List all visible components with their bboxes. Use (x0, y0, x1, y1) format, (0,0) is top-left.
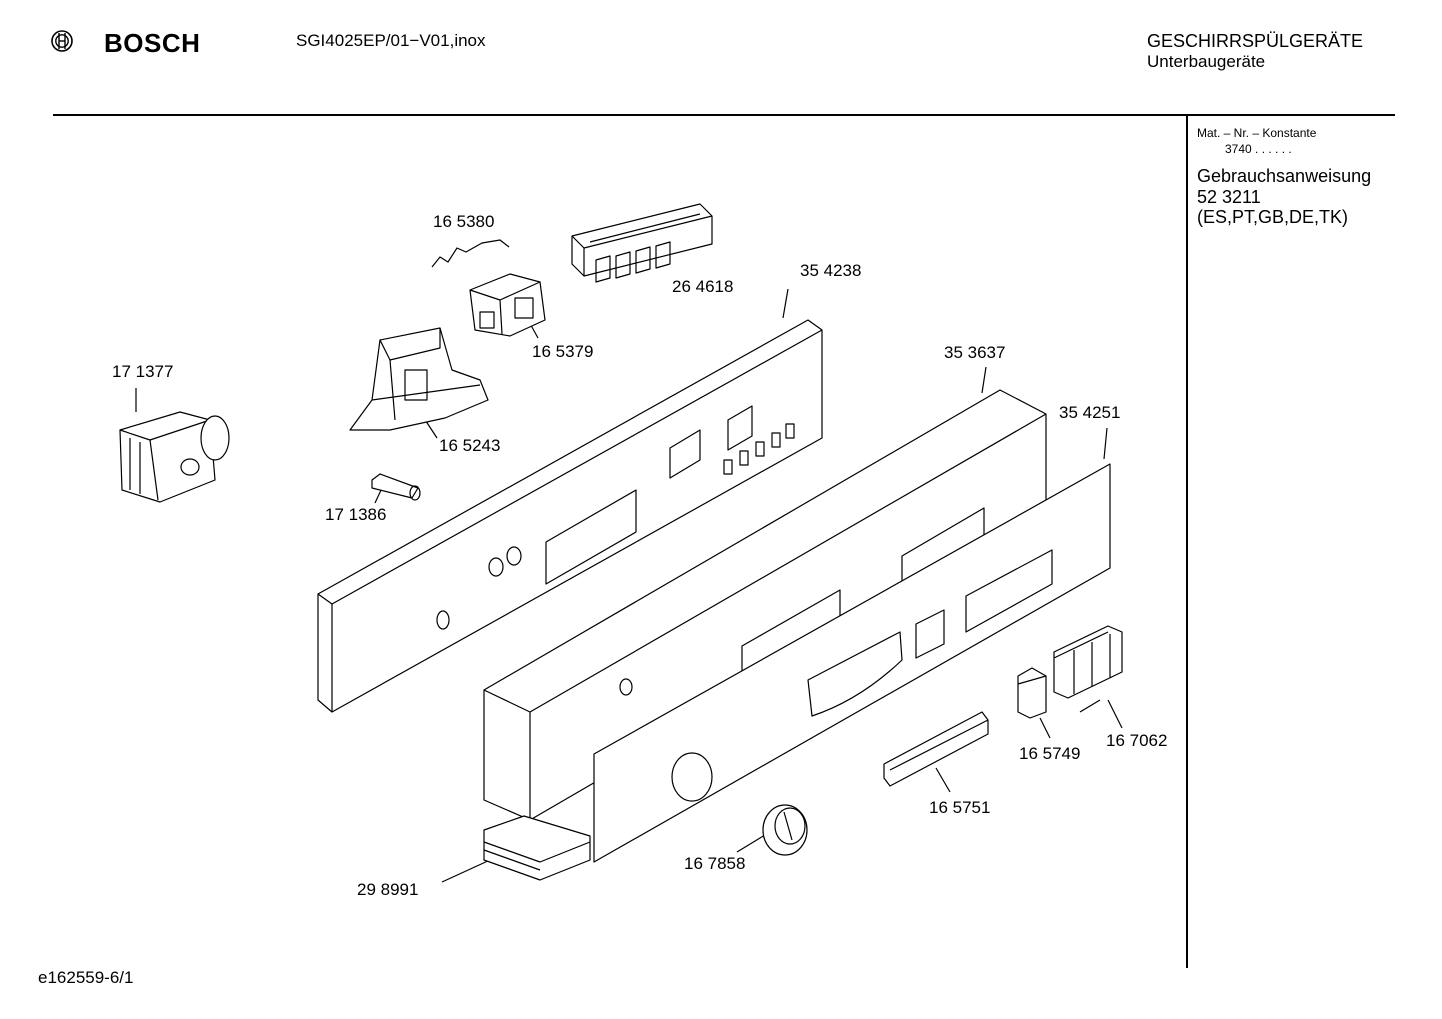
part-wire-spring (431, 239, 510, 268)
header-divider (53, 114, 1395, 116)
part-switch-block (571, 203, 713, 283)
part-label: 16 5749 (1019, 744, 1081, 763)
part-label: 17 1377 (112, 362, 174, 381)
bosch-logo-icon (51, 30, 73, 52)
part-label: 16 5243 (439, 436, 501, 455)
manual-number: 52 3211 (1197, 187, 1261, 207)
category-title: GESCHIRRSPÜLGERÄTE (1147, 31, 1364, 51)
part-label: 17 1386 (325, 505, 387, 524)
part-label: 16 5751 (929, 798, 991, 817)
part-label: 16 7062 (1106, 731, 1168, 750)
model-number: SGI4025EP/01−V01,inox (296, 31, 486, 50)
part-label: 35 3637 (944, 343, 1006, 362)
manual-title: Gebrauchsanweisung (1197, 166, 1372, 186)
sidebar-divider (1186, 116, 1188, 968)
mat-number-label: Mat. – Nr. – Konstante (1197, 126, 1317, 140)
part-label: 35 4238 (800, 261, 862, 280)
part-label: 16 5380 (433, 212, 495, 231)
drawing-code: e162559-6/1 (38, 968, 134, 987)
part-single-button (1017, 667, 1047, 719)
manual-languages: (ES,PT,GB,DE,TK) (1197, 207, 1349, 227)
part-front-panel (593, 463, 1111, 863)
part-indicator-strip (883, 711, 989, 787)
part-base-blocks (483, 815, 591, 881)
part-button-set (1053, 625, 1123, 699)
part-relay-bracket (469, 273, 546, 337)
category-subtitle: Unterbaugeräte (1147, 52, 1266, 71)
part-label: 16 5379 (532, 342, 594, 361)
part-label: 16 7858 (684, 854, 746, 873)
mat-number-value: 3740 . . . . . . (1225, 142, 1292, 156)
part-knob (762, 804, 808, 856)
part-label: 26 4618 (672, 277, 734, 296)
part-housing (349, 327, 489, 431)
part-timer (119, 411, 230, 503)
part-label: 35 4251 (1059, 403, 1121, 422)
exploded-parts-diagram (119, 203, 1123, 883)
part-lamp (371, 473, 421, 501)
brand-name: BOSCH (104, 28, 201, 58)
part-panel-frame (317, 319, 823, 713)
part-label: 29 8991 (357, 880, 419, 899)
leader-lines (135, 288, 1123, 883)
